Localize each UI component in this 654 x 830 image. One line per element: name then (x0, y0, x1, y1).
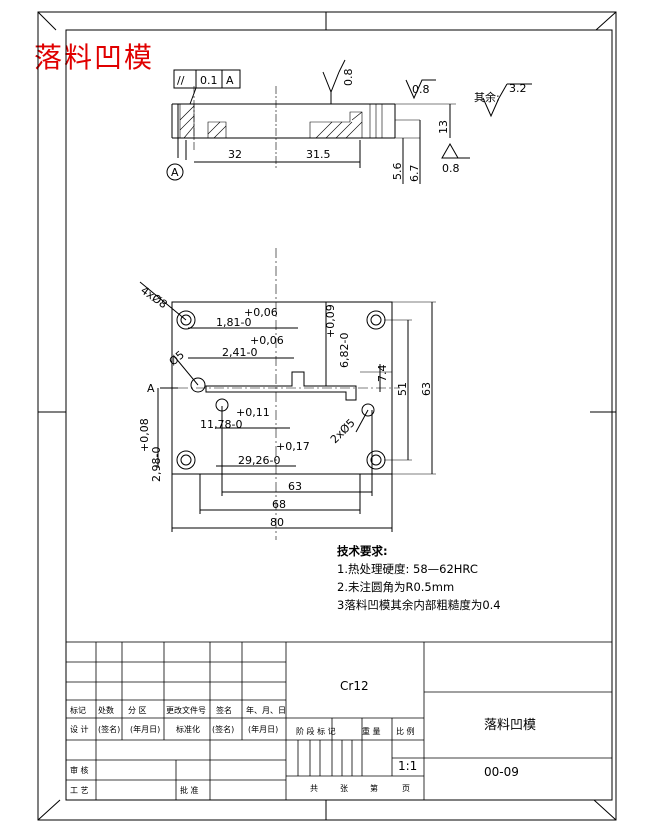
tb-sheet-no: 第 (370, 783, 378, 793)
dim-5-6: 5.6 (391, 163, 404, 181)
tb-design-date: (年月日) (130, 724, 160, 734)
tb-label-zone: 分 区 (128, 706, 147, 715)
dim-tol-0: 1,81-0 (216, 316, 251, 329)
notes-line-1: 1.热处理硬度: 58—62HRC (337, 562, 478, 576)
title-block-main: Cr12 落料凹模 1:1 00-09 (340, 679, 536, 779)
dim-13: 13 (437, 120, 450, 134)
tb-scale-label: 比 例 (396, 726, 415, 736)
dim-tol-1: 2,41-0 (222, 346, 257, 359)
roughness-top: 0.8 (342, 69, 355, 87)
dim-7-4: 7.4 (376, 365, 389, 383)
dim-tol-4: 6,82-0 (338, 333, 351, 368)
dim-63-v: 63 (420, 382, 433, 396)
tb-part-name: 落料凹模 (484, 718, 536, 733)
roughness-right: 0.8 (412, 83, 430, 96)
tb-weight: 重 量 (362, 726, 381, 736)
label-2x-d5: 2xØ5 (328, 416, 358, 446)
title-block-lines (65, 641, 613, 801)
notes-line-2: 2.未注圆角为R0.5mm (337, 580, 455, 594)
tb-design-sign: (签名) (98, 724, 120, 734)
label-4x-d8: 4xØ8 (138, 284, 169, 311)
tb-scale: 1:1 (398, 759, 417, 773)
tb-drawing-no: 00-09 (484, 765, 519, 779)
datum-a: A (171, 166, 179, 179)
roughness-bottom: 0.8 (442, 162, 460, 175)
dim-tol-3: 29,26-0 (238, 454, 280, 467)
dim-tol-2: 11,78-0 (200, 418, 242, 431)
tb-design: 设 计 (70, 724, 89, 734)
sheet-frame (37, 11, 617, 821)
technical-requirements: 技术要求: 1.热处理硬度: 58—62HRC 2.未注圆角为R0.5mm 3落… (337, 542, 501, 614)
datum-a-plan: A (147, 382, 155, 395)
dim-tol-1-top: +0,06 (250, 334, 284, 347)
tb-page: 页 (402, 784, 410, 793)
dim-tol-5: 2,98-0 (150, 447, 163, 482)
notes-line-3: 3落料凹模其余内部粗糙度为0.4 (337, 598, 501, 612)
tb-label-changedoc: 更改文件号 (166, 705, 206, 715)
tb-label-mark: 标记 (70, 705, 86, 715)
dim-tol-3-top: +0,17 (276, 440, 310, 453)
rest-label: 其余: (474, 90, 500, 104)
dim-31-5: 31.5 (306, 148, 331, 161)
tb-craft: 工 艺 (70, 786, 89, 795)
plan-view (139, 248, 436, 540)
tb-material: Cr12 (340, 679, 369, 693)
flatness-value: 0.1 (200, 74, 218, 87)
tb-label-count: 处数 (98, 705, 114, 715)
dim-80: 80 (270, 516, 284, 529)
tb-review: 审 核 (70, 765, 89, 775)
tb-standard: 标准化 (176, 724, 200, 734)
dim-6-7: 6.7 (408, 165, 421, 183)
tb-label-date: 年、月、日 (246, 705, 286, 715)
title-block-text: 标记 处数 分 区 更改文件号 签名 年、月、日 设 计 (签名) (年月日) … (70, 705, 415, 795)
drawing-title: 落料凹模 (34, 41, 155, 74)
dim-tol-0-top: +0,06 (244, 306, 278, 319)
notes-heading: 技术要求: (337, 544, 388, 558)
flatness-datum: A (226, 74, 234, 87)
dim-tol-2-top: +0,11 (236, 406, 270, 419)
tb-standard-sign: (签名) (212, 724, 234, 734)
dim-tol-4-top: +0,09 (324, 304, 337, 338)
tb-label-sign: 签名 (216, 705, 232, 715)
tb-sheets-unit: 张 (340, 784, 348, 793)
dim-63-h: 63 (288, 480, 302, 493)
flatness-symbol: // (177, 74, 185, 87)
section-hatch (179, 103, 383, 139)
tb-stage: 阶 段 标 记 (296, 726, 336, 736)
dim-tol-5-top: +0,08 (138, 418, 151, 452)
tb-sheets-total: 共 (310, 784, 318, 793)
tb-approve: 批 准 (180, 785, 199, 795)
rest-value: 3.2 (509, 82, 527, 95)
dim-68: 68 (272, 498, 286, 511)
label-d5: Ø5 (167, 348, 187, 368)
section-view (166, 59, 532, 184)
section-view-text: // 0.1 A 0.8 0.8 其余: 3.2 0.8 A 32 31.5 5… (171, 69, 527, 183)
dim-51: 51 (396, 382, 409, 396)
tb-standard-date: (年月日) (248, 724, 278, 734)
dim-32: 32 (228, 148, 242, 161)
